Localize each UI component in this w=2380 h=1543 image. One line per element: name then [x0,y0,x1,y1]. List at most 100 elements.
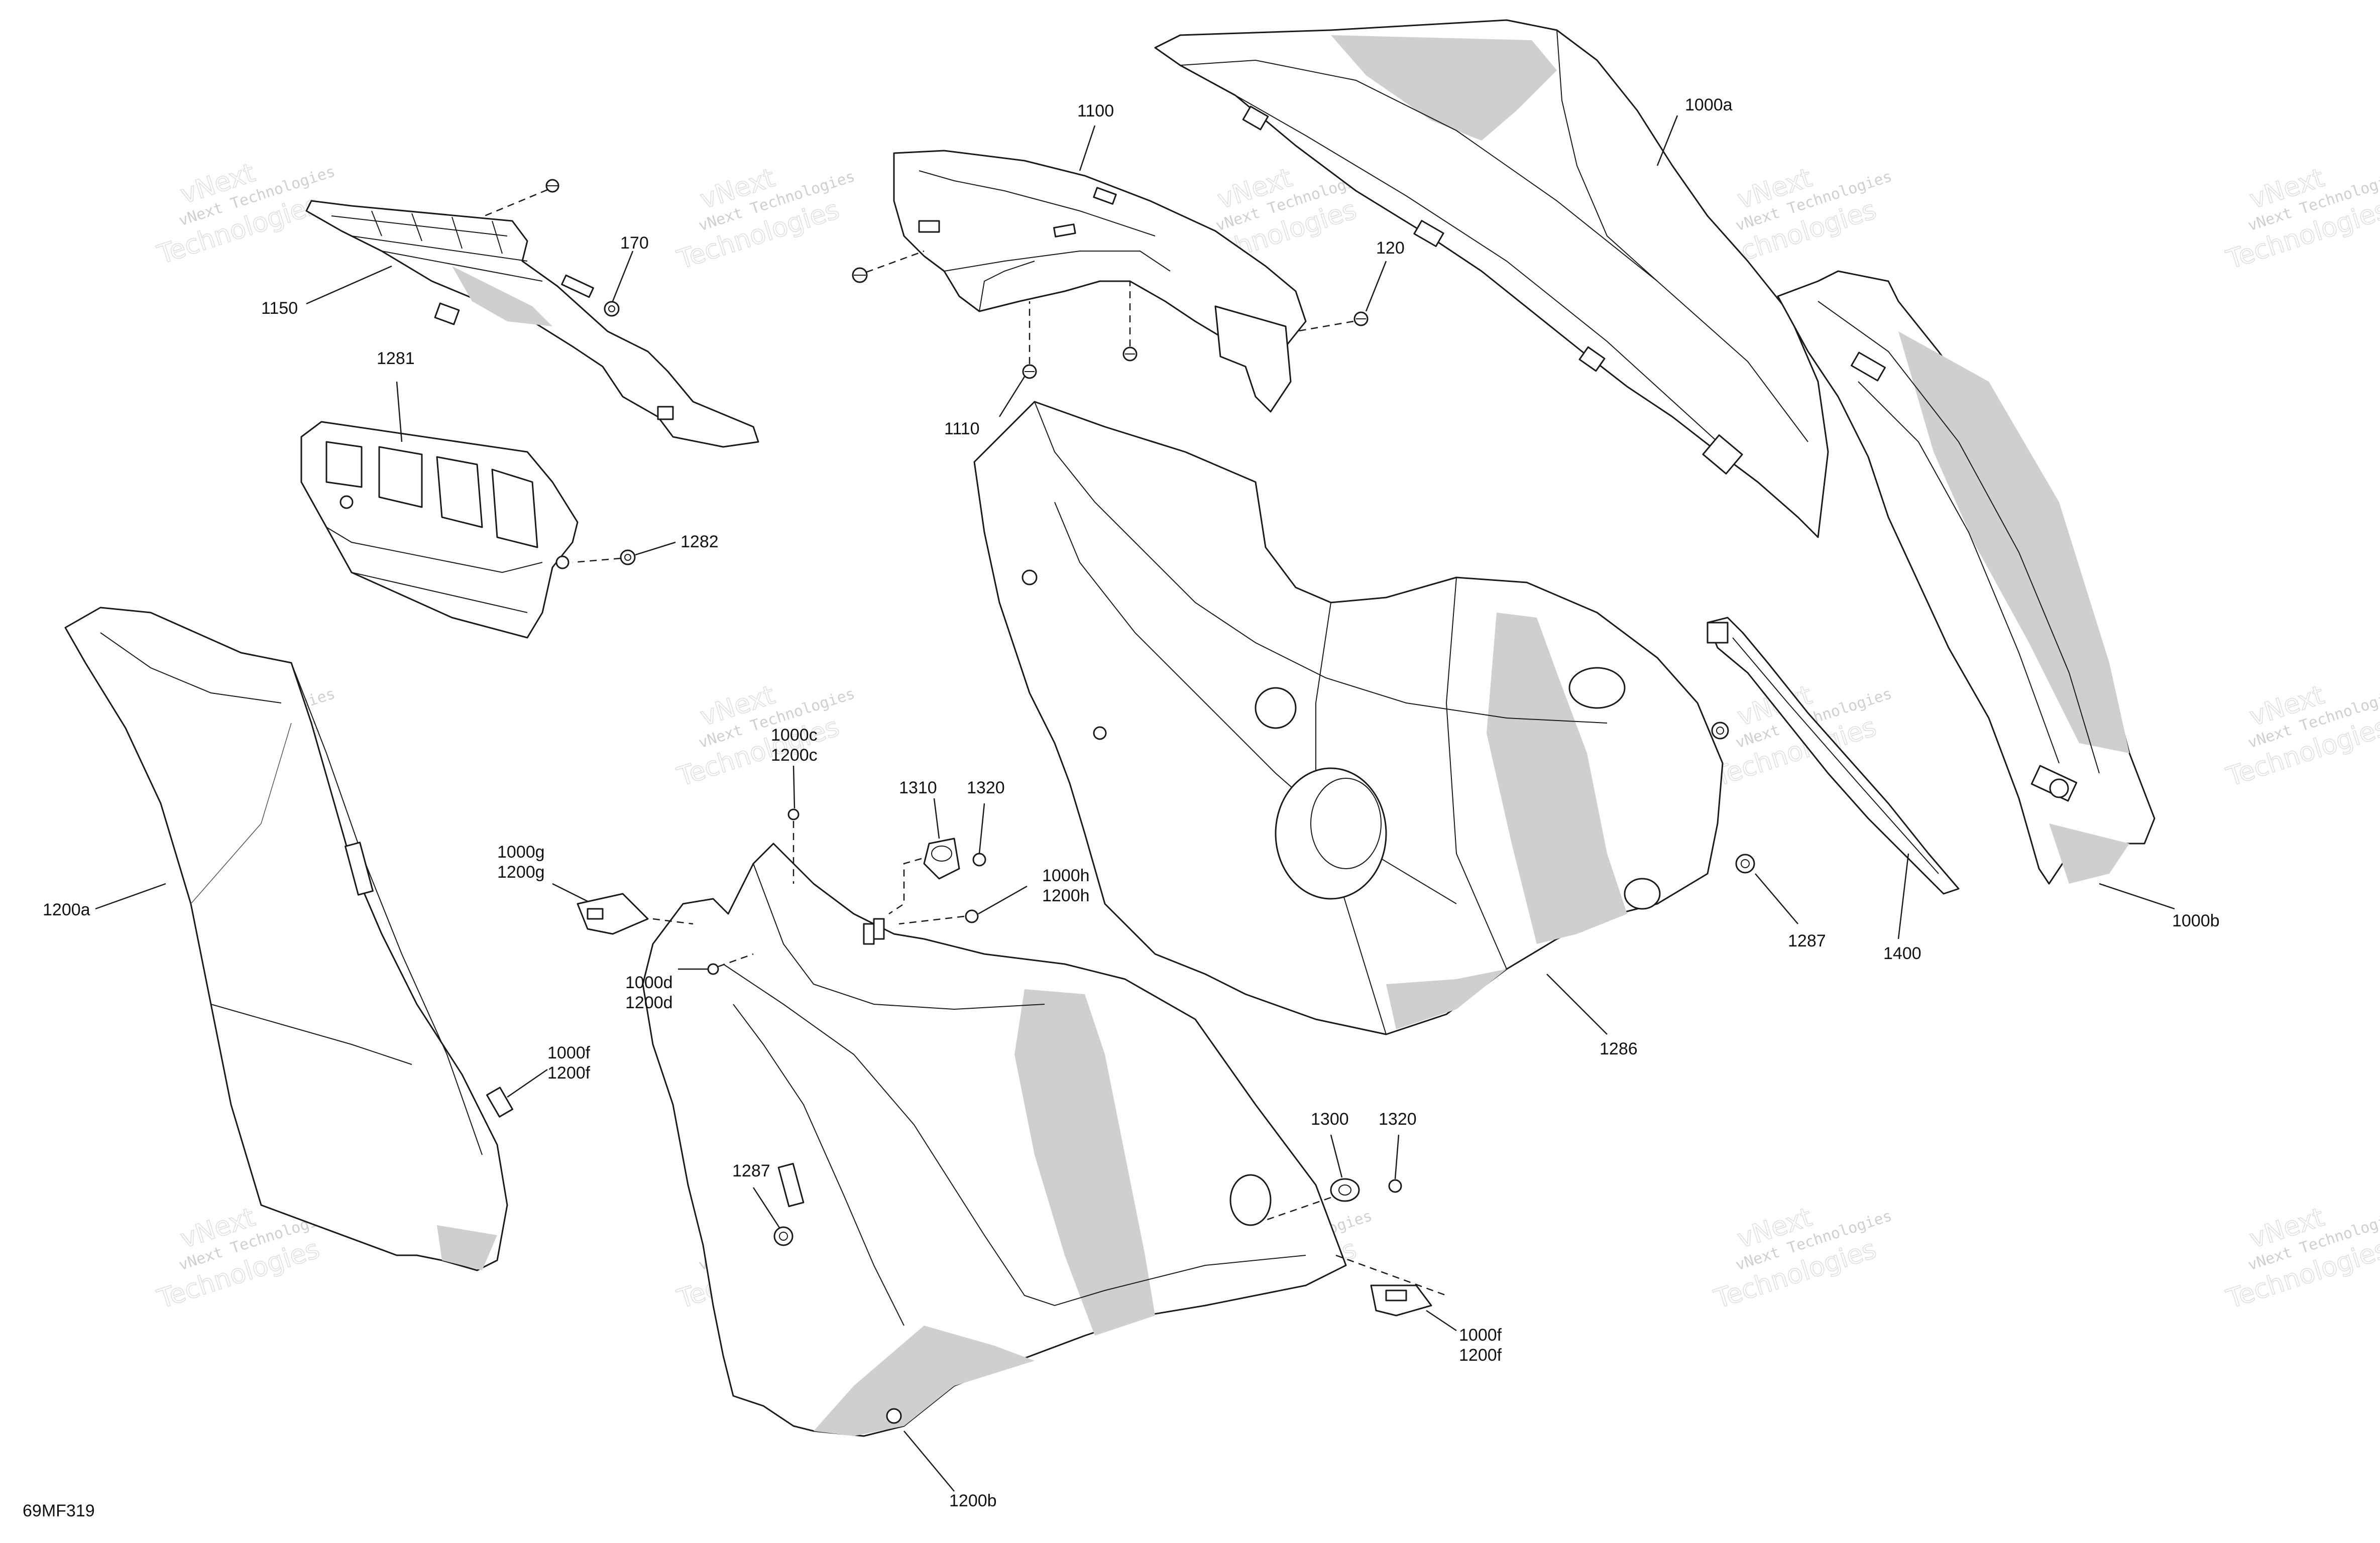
watermark: vNext Technologies Technologies vNext [673,162,857,276]
leader-1000f-left [507,1069,548,1098]
leader-1281 [396,381,403,442]
leader-1287-right [1755,873,1798,924]
callout-1000d: 1000d [625,973,673,992]
leader-120 [1365,261,1387,312]
fastener-path [866,250,925,273]
watermark: vNext Technologies Technologies vNext [673,679,857,793]
callout-170: 170 [620,233,649,253]
callout-1281: 1281 [377,349,415,368]
callout-1000c: 1000c [771,726,818,745]
bracket-1000f-right [1370,1284,1432,1317]
leader-1300 [1330,1134,1343,1178]
part-1000a-upper-side-panel [1154,19,1829,538]
leader-1000f-right [1426,1310,1457,1332]
part-1281-vent-grille [300,421,579,639]
screw-1320-top [972,853,986,867]
callout-1100: 1100 [1077,101,1114,121]
callout-1000g: 1000g [497,843,545,862]
leader-170 [612,251,634,302]
leader-1110 [998,376,1026,417]
screw-1110 [1022,364,1037,379]
callout-1200f-right: 1200f [1459,1346,1502,1365]
callout-1000a: 1000a [1685,95,1733,114]
callout-120: 120 [1376,239,1405,258]
callout-1287-right: 1287 [1788,931,1826,951]
screw-1100-left [852,267,868,283]
part-1400-trim-strip [1707,617,1960,895]
callout-1200d: 1200d [625,993,673,1012]
callout-1000f-left: 1000f [547,1043,591,1062]
callout-1310: 1310 [899,778,937,797]
leader-lines [95,115,2175,1492]
callout-1200b: 1200b [949,1491,997,1510]
leader-1320-top [978,803,985,854]
leader-1320-bottom [1394,1134,1400,1179]
callout-1287-left: 1287 [732,1161,770,1180]
leader-1310 [933,798,940,839]
callout-1000f-right: 1000f [1459,1326,1502,1345]
callout-1000h: 1000h [1042,866,1090,885]
bracket-1000g [577,893,649,935]
leader-1400 [1897,853,1909,939]
clip-1287-upper [1711,722,1729,740]
screw-1000h [965,909,979,923]
screw-170 [604,301,620,317]
part-1286-dash-panel [973,401,1724,1035]
screw-1000c [787,808,800,820]
callout-1320-bottom: 1320 [1379,1110,1417,1129]
callout-1282: 1282 [681,532,719,551]
part-1100-console-panel [893,150,1307,413]
watermark: vNext Technologies Technologies vNext [1710,1202,1894,1315]
leader-1100 [1079,125,1096,171]
callout-1200f-left: 1200f [547,1063,591,1083]
callout-labels: 1100 1000a 170 1150 120 1281 1110 1282 1… [43,95,2220,1510]
leader-1000c [792,765,796,809]
leader-1287-left [752,1187,780,1228]
callout-1150: 1150 [261,299,298,318]
fastener-path [482,189,548,218]
leader-1286 [1546,974,1608,1035]
callout-1200g: 1200g [497,863,545,882]
fastener-path [898,915,965,925]
fastener-path [888,858,922,915]
knob-1310 [923,838,960,880]
fastener-path [1295,320,1354,332]
fastener-path [652,918,694,925]
leader-1200a [95,883,166,910]
screw-1282 [620,549,636,565]
clip-1287-left [773,1226,794,1246]
leader-1000b [2099,883,2175,910]
callout-1000b: 1000b [2172,911,2220,930]
fastener-path [572,557,621,563]
watermark: vNext Technologies Technologies vNext [2222,162,2380,276]
clip-1287-lower [1735,854,1755,874]
leader-1000a [1656,115,1678,166]
screw-120 [1353,311,1369,326]
part-1150-bracket [305,200,759,448]
callout-1110: 1110 [944,419,980,438]
leader-1200b [903,1431,955,1492]
leader-1000g [552,883,588,902]
callout-1200h: 1200h [1042,886,1090,905]
leader-1000h [978,885,1028,915]
callout-1200a: 1200a [43,900,90,919]
part-1200b-lower-panel [642,843,1347,1437]
callout-1300: 1300 [1311,1110,1349,1129]
screw-1100-mid [1122,346,1138,362]
callout-1400: 1400 [1883,944,1921,963]
screw-1320-bottom [1388,1179,1402,1193]
knob-1300 [1330,1178,1360,1202]
watermark: vNext Technologies Technologies vNext [2222,1202,2380,1315]
callout-1320-top: 1320 [967,778,1005,797]
figure-id: 69MF319 [23,1501,95,1520]
fastener-path [1335,1254,1447,1296]
screw-1150-top [545,179,559,193]
leader-1282 [635,541,676,556]
leader-1150 [306,265,392,305]
part-1200a-left-panel [64,607,513,1271]
fastener-path [718,953,754,968]
watermark: vNext Technologies Technologies vNext [2222,679,2380,793]
callout-1200c: 1200c [771,746,818,765]
part-1000b-right-panel [1777,270,2156,885]
